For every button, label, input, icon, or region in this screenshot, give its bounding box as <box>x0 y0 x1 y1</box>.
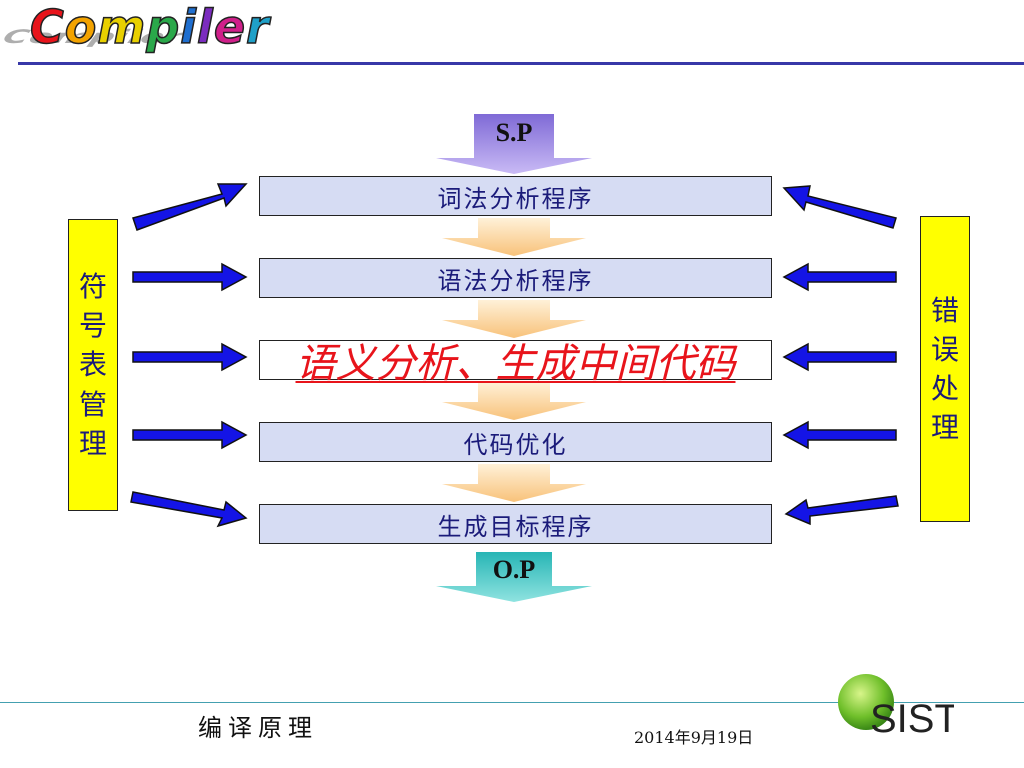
sist-logo: SIST <box>838 674 954 741</box>
right-arrow-4 <box>782 420 897 450</box>
input-arrow <box>436 114 592 174</box>
stage-lexical-analysis: 词法分析程序 <box>259 176 772 216</box>
flow-arrow-3 <box>442 382 586 420</box>
logo-letter: o <box>64 0 98 55</box>
logo-letter: C <box>29 0 65 55</box>
stage-target-code-generation: 生成目标程序 <box>259 504 772 544</box>
sist-logo-ball <box>838 674 894 730</box>
flow-arrow-2 <box>442 300 586 338</box>
stage-syntax-analysis: 语法分析程序 <box>259 258 772 298</box>
left-arrow-4 <box>132 420 248 450</box>
sist-logo-text: SIST <box>870 697 954 741</box>
logo-letter: i <box>180 0 198 55</box>
error-handling-box: 错误处理 <box>920 216 970 522</box>
left-arrow-2 <box>132 262 248 292</box>
flow-arrow-1 <box>442 218 586 256</box>
right-arrow-3 <box>782 342 897 372</box>
footer-divider <box>0 702 1024 703</box>
left-arrow-1 <box>132 183 248 231</box>
logo-letter: l <box>196 0 214 55</box>
logo-text: Compiler <box>29 0 270 55</box>
right-arrow-5 <box>784 495 899 526</box>
logo-letter: r <box>245 0 270 55</box>
logo-letter: m <box>97 0 147 55</box>
left-arrow-3 <box>132 342 248 372</box>
output-arrow <box>436 552 592 602</box>
flow-arrow-4 <box>442 464 586 502</box>
input-label: S.P <box>495 118 533 147</box>
output-label: O.P <box>492 555 536 584</box>
right-arrow-1 <box>782 185 897 229</box>
symbol-table-box: 符号表管理 <box>68 219 118 511</box>
compiler-logo: Compiler Compiler <box>0 0 269 72</box>
course-title: 编译原理 <box>198 714 318 742</box>
left-arrow-5 <box>130 491 248 528</box>
slide-date: 2014年9月19日 <box>634 728 754 747</box>
header-divider <box>18 62 1024 65</box>
symbol-table-label: 符号表管理 <box>79 270 108 460</box>
logo-letter: p <box>146 0 181 55</box>
stage-code-optimization: 代码优化 <box>259 422 772 462</box>
error-handling-label: 错误处理 <box>931 293 960 445</box>
right-arrow-2 <box>782 262 897 292</box>
logo-letter: e <box>213 0 247 55</box>
stage-semantic-analysis: 语义分析、生成中间代码 <box>259 340 772 387</box>
